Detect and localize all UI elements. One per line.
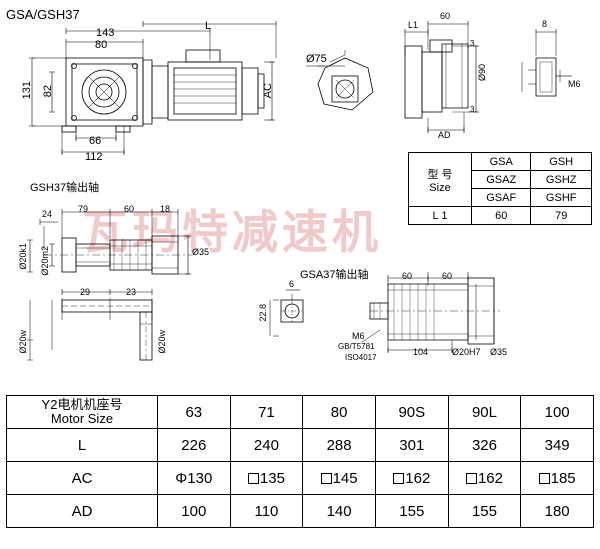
square-icon [247, 473, 259, 485]
dim-M6-right: M6 [568, 79, 581, 89]
dim-23: 23 [126, 287, 137, 297]
dim-phi20-h7: Ø20H7 [452, 347, 481, 357]
dim-60-gsa-a: 60 [402, 271, 413, 281]
dim-6: 6 [289, 279, 295, 289]
dim-60-gsa-b: 60 [442, 271, 453, 281]
dim-112: 112 [85, 151, 103, 163]
dim-29: 29 [80, 287, 91, 297]
spec-col-b-0: GSH [530, 152, 592, 171]
dim-24: 24 [42, 209, 53, 219]
square-icon [320, 473, 332, 485]
dim-60-gsh: 60 [124, 204, 135, 214]
dim-phi20-k1: Ø20k1 [18, 243, 28, 270]
AD-0: 100 [157, 494, 231, 528]
dim-131: 131 [21, 81, 33, 100]
AD-5: 180 [520, 494, 594, 528]
gsa-shaft-title: GSA37输出轴 [300, 269, 369, 281]
AD-2: 140 [302, 494, 376, 528]
L-5: 349 [520, 428, 594, 462]
spec-col-b-1: GSHZ [530, 170, 592, 189]
AC-4: 162 [447, 461, 522, 495]
AC-5: 185 [520, 461, 594, 495]
dim-22-8: 22.8 [258, 304, 268, 322]
spec-col-a-2: GSAF [470, 188, 532, 207]
dim-80: 80 [95, 39, 108, 51]
square-icon [538, 473, 550, 485]
motor-size-0: 63 [157, 395, 231, 429]
L-4: 326 [447, 428, 522, 462]
L-1: 240 [229, 428, 304, 462]
motor-size-2: 80 [302, 395, 376, 429]
dim-phi20-w-right: Ø20w [157, 330, 167, 354]
main-title: GSA/GSH37 [6, 7, 80, 22]
spec-value-0: 60 [470, 206, 532, 225]
dim-66: 66 [89, 135, 102, 147]
spec-col-a-0: GSA [470, 152, 532, 171]
dim-phi35-gsh: Ø35 [192, 247, 210, 257]
table-row-AC: AC Φ130 135 145 162 162 185 [6, 461, 594, 495]
AC-2: 145 [302, 461, 376, 495]
motor-size-4: 90L [447, 395, 522, 429]
dim-79: 79 [78, 204, 89, 214]
AD-1: 110 [229, 494, 304, 528]
square-icon [393, 473, 405, 485]
gsh-shaft-title: GSH37输出轴 [30, 182, 100, 194]
AD-4: 155 [447, 494, 522, 528]
row-label-AC: AC [6, 461, 158, 495]
AC-0: Φ130 [157, 461, 231, 495]
motor-size-3: 90S [374, 395, 449, 429]
dim-L1: L1 [408, 20, 419, 30]
dim-60-right: 60 [440, 11, 451, 21]
row-label-AD: AD [6, 494, 158, 528]
dim-phi90: Ø90 [477, 64, 487, 82]
L-3: 301 [374, 428, 449, 462]
motor-size-5: 100 [520, 395, 594, 429]
spec-col-b-2: GSHF [530, 188, 592, 207]
dim-18: 18 [160, 204, 171, 214]
dim-143: 143 [96, 27, 115, 39]
dim-phi20-m2: Ø20m2 [40, 246, 50, 276]
dim-104: 104 [413, 347, 429, 357]
row-label-L: L [6, 428, 158, 462]
L-0: 226 [157, 428, 231, 462]
table-row-header: Y2电机机座号 Motor Size 63 71 80 90S 90L 100 [6, 395, 594, 429]
spec-row-label: L 1 [408, 206, 472, 225]
L-2: 288 [302, 428, 376, 462]
AC-3: 162 [374, 461, 449, 495]
dim-phi75: Ø75 [306, 53, 327, 65]
dim-AC: AC [262, 83, 274, 99]
dim-8: 8 [542, 19, 548, 29]
dim-82: 82 [42, 85, 54, 98]
AD-3: 155 [374, 494, 449, 528]
AC-1: 135 [229, 461, 304, 495]
standard-iso: ISO4017 [345, 353, 377, 362]
motor-size-1: 71 [229, 395, 304, 429]
table-row-AD: AD 100 110 140 155 155 180 [6, 494, 594, 528]
table-row-L: L 226 240 288 301 326 349 [6, 428, 594, 462]
dim-3-bottom: 3 [470, 105, 475, 114]
dim-phi35-gsa: Ø35 [490, 347, 508, 357]
spec-col-a-1: GSAZ [470, 170, 532, 189]
thread-label-M6: M6 [352, 331, 365, 341]
dim-L: L [205, 20, 212, 32]
motor-size-label: Y2电机机座号 Motor Size [6, 395, 158, 429]
standard-gb: GB/T5781 [338, 342, 375, 351]
motor-size-table: Y2电机机座号 Motor Size 63 71 80 90S 90L 100 … [6, 395, 594, 528]
spec-table: 型 号 Size GSA GSH GSAZ GSHZ GSAF GSHF L 1… [408, 152, 592, 225]
dim-AD: AD [438, 130, 451, 140]
dim-3-top: 3 [470, 39, 475, 48]
spec-value-1: 79 [530, 206, 592, 225]
spec-header-left: 型 号 Size [408, 152, 472, 207]
dim-phi20-w-left: Ø20w [18, 330, 28, 354]
square-icon [465, 473, 477, 485]
